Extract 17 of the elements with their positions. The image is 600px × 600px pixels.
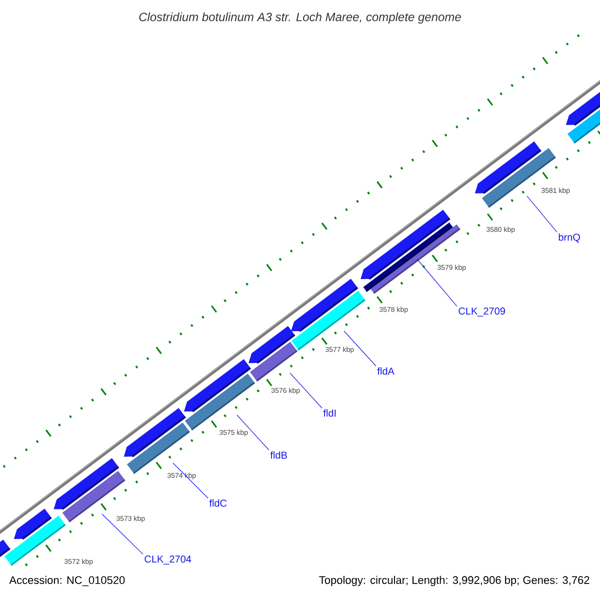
title: Clostridium botulinum A3 str. Loch Maree, complete genome bbox=[139, 12, 461, 24]
leader-line bbox=[172, 462, 208, 498]
leader-line bbox=[102, 514, 144, 555]
gene-label: brnQ bbox=[558, 233, 580, 243]
gene-label: fldC bbox=[209, 499, 227, 507]
gene-label: CLK_2709 bbox=[458, 308, 505, 316]
gene-label: fldA bbox=[377, 367, 394, 375]
gene-label: fldB bbox=[270, 451, 287, 459]
gene-label: CLK_2704 bbox=[144, 556, 192, 564]
leader-line bbox=[526, 196, 558, 233]
footer-text: Topology: circular; Length: 3,992,906 bp; Genes: 3,762 bbox=[318, 574, 591, 588]
leader-line bbox=[344, 330, 376, 366]
leader-line bbox=[290, 372, 322, 408]
leader-line bbox=[416, 258, 458, 307]
gene-label: fldI bbox=[323, 409, 336, 417]
footer-text: Accession: NC_010520 bbox=[8, 574, 126, 588]
leader-line bbox=[236, 414, 270, 450]
